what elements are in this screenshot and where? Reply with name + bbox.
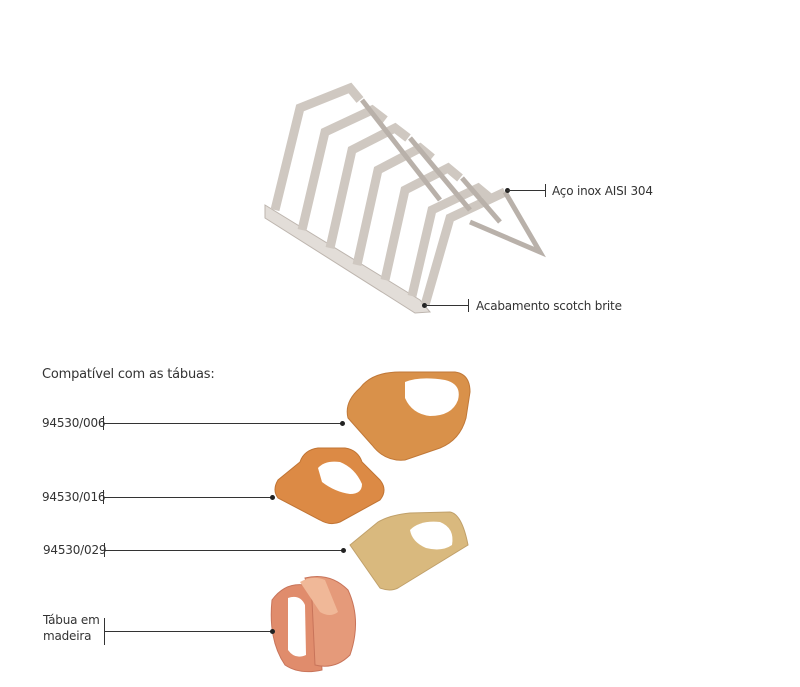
callout-line xyxy=(507,190,545,191)
callout-dot xyxy=(270,495,275,500)
board-wooden-image xyxy=(270,576,357,673)
callout-material: Aço inox AISI 304 xyxy=(552,184,653,198)
callout-line xyxy=(425,305,468,306)
compat-heading: Compatível com as tábuas: xyxy=(42,367,215,382)
callout-dot xyxy=(422,303,427,308)
board-code: 94530/016 xyxy=(42,490,106,504)
callout-line xyxy=(104,550,343,551)
board-name-line1: Tábua em xyxy=(43,613,100,627)
callout-finish: Acabamento scotch brite xyxy=(476,299,622,313)
board-94530-016-image xyxy=(274,447,385,525)
board-code: 94530/029 xyxy=(43,543,107,557)
board-code: 94530/006 xyxy=(42,416,106,430)
callout-line xyxy=(103,423,342,424)
callout-bar xyxy=(468,299,469,312)
board-94530-006-image xyxy=(346,371,471,461)
callout-line xyxy=(104,631,272,632)
callout-line xyxy=(103,497,272,498)
stainless-rack-image xyxy=(264,82,546,314)
callout-dot xyxy=(340,421,345,426)
callout-bar xyxy=(545,184,546,197)
callout-dot xyxy=(270,629,275,634)
board-94530-029-image xyxy=(349,511,469,591)
callout-dot xyxy=(341,548,346,553)
board-name-line2: madeira xyxy=(43,629,92,643)
